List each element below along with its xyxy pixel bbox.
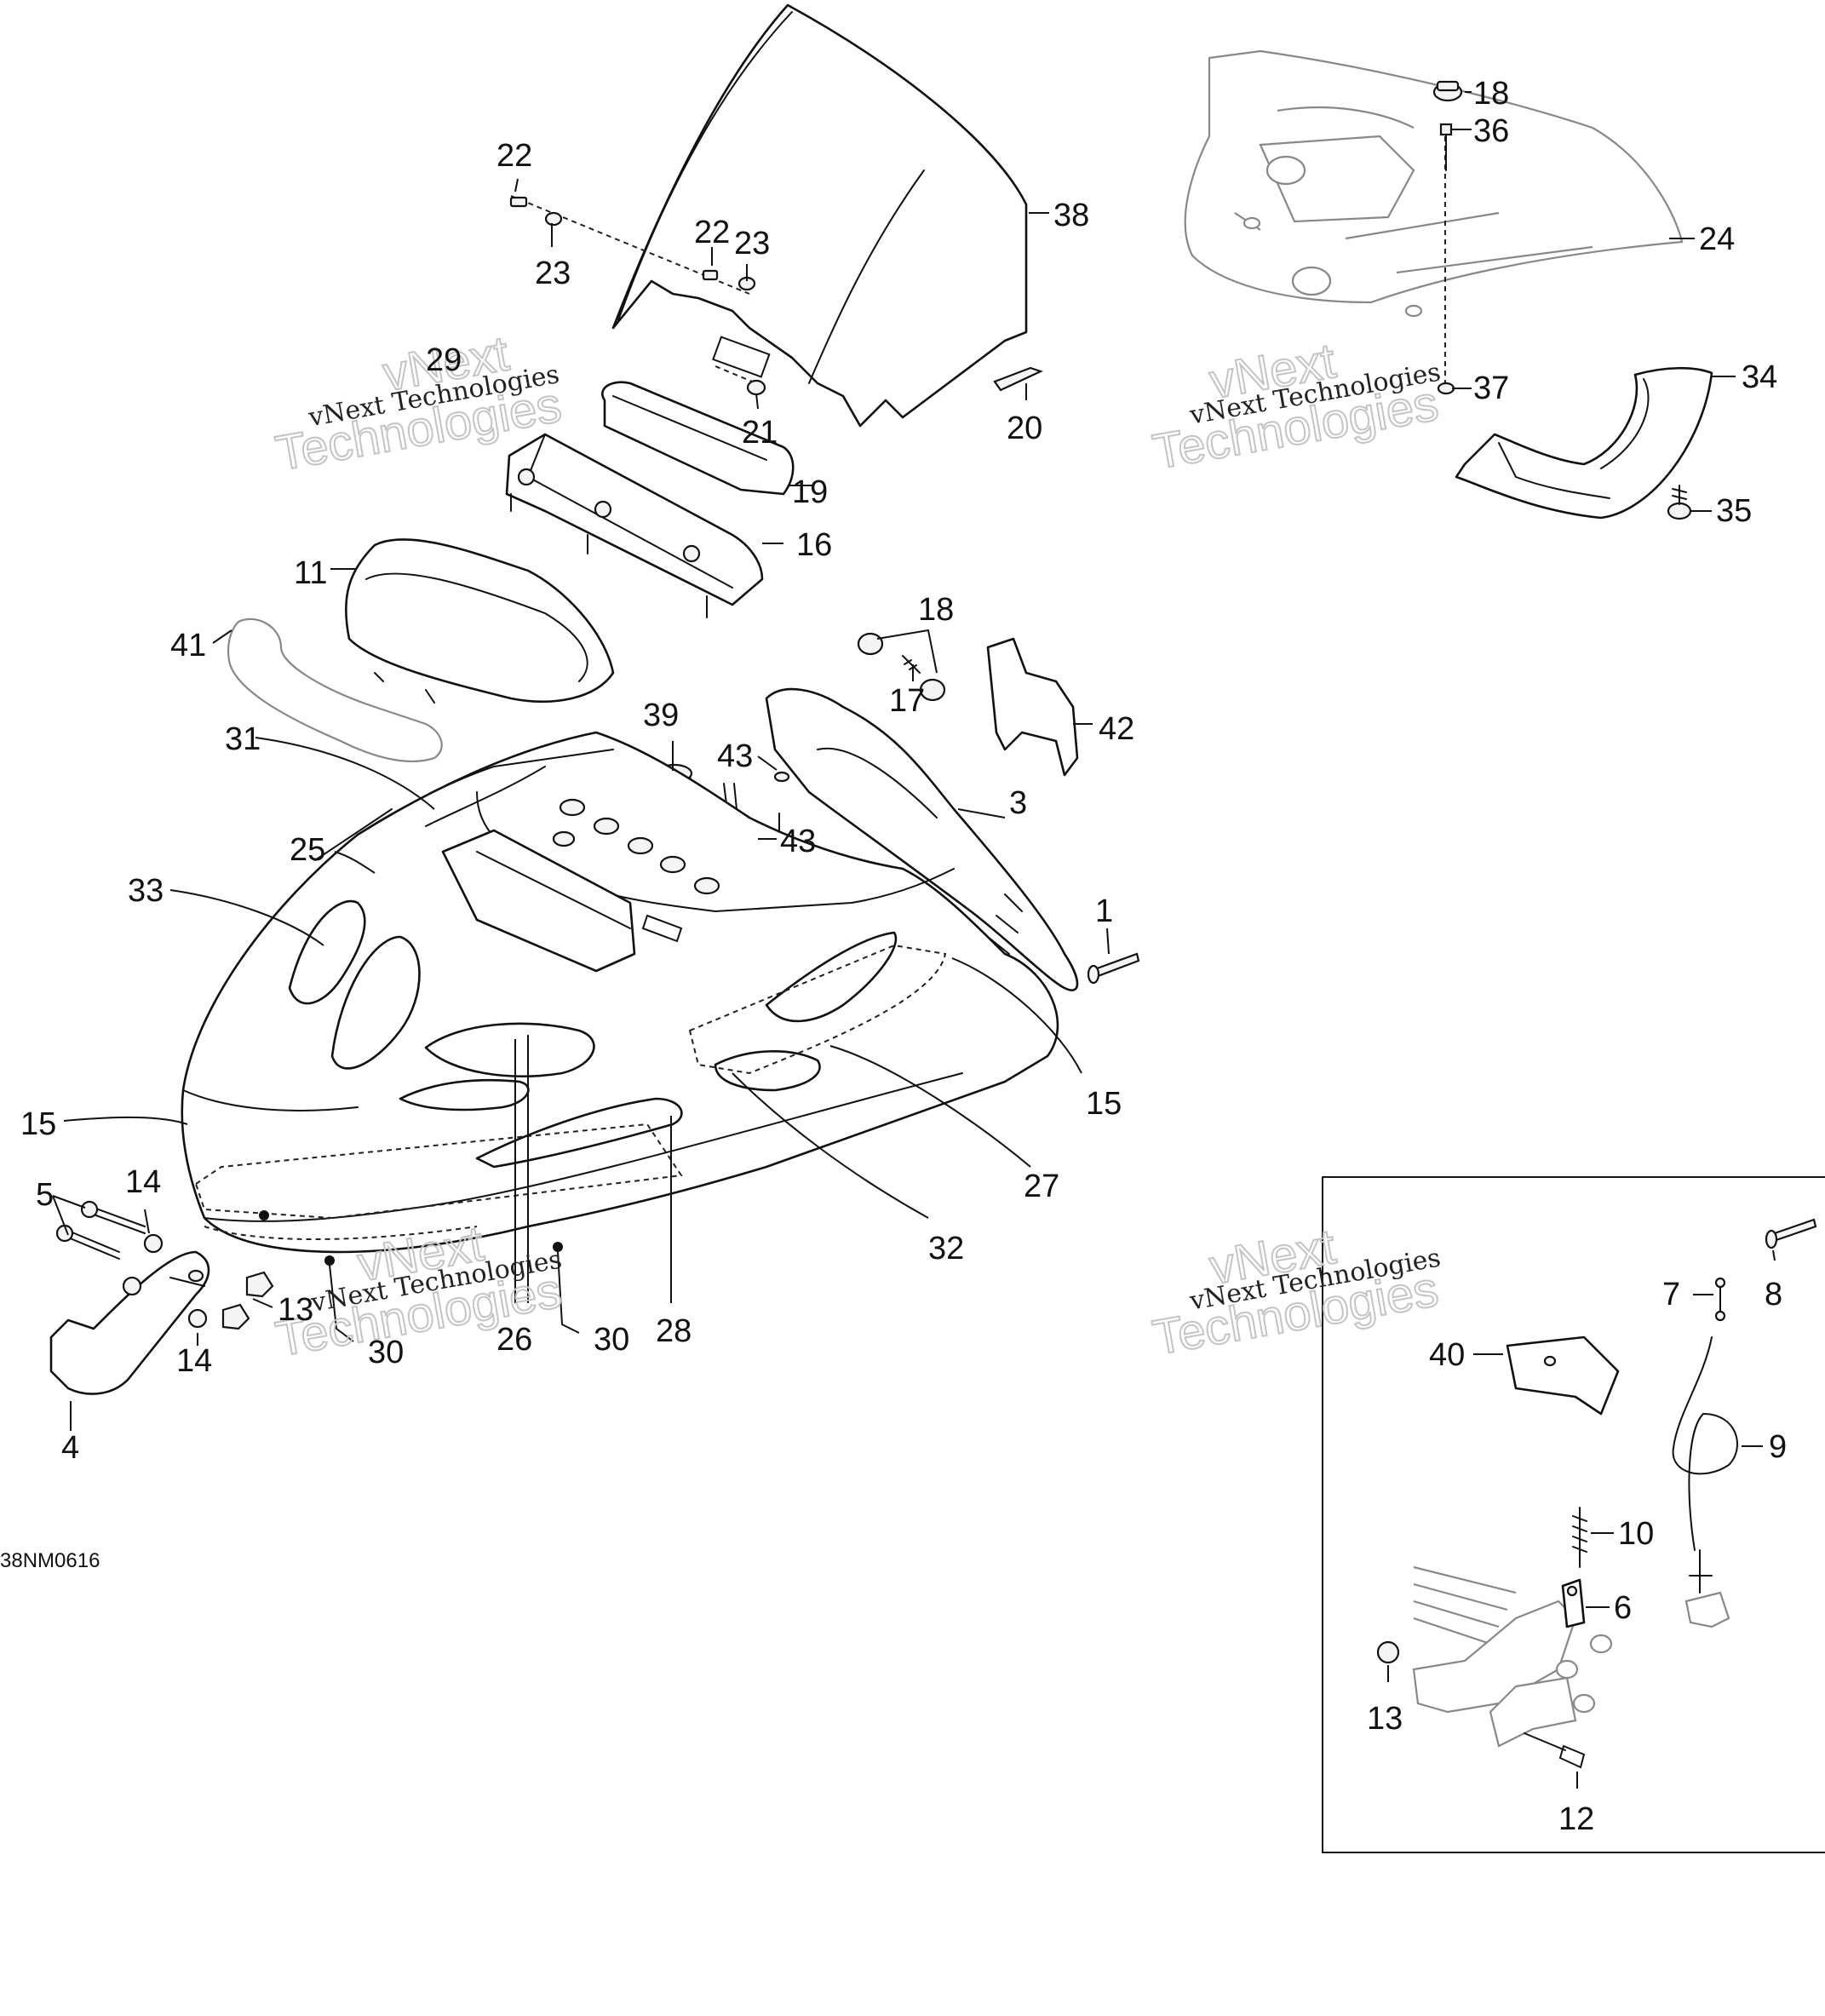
callout-18a: 18	[918, 592, 954, 628]
hood-flap	[765, 687, 1079, 991]
drawing-code: 38NM0616	[0, 1549, 100, 1572]
front-pan	[1184, 49, 1684, 383]
callout-30b: 30	[594, 1322, 629, 1358]
callout-17: 17	[889, 683, 925, 719]
decal-dots	[259, 1210, 563, 1266]
windshield	[510, 3, 1028, 428]
bumper	[1455, 366, 1713, 520]
console-pad	[601, 381, 795, 496]
callout-35: 35	[1716, 493, 1752, 529]
callout-1: 1	[1095, 893, 1113, 929]
callout-39: 39	[643, 698, 679, 733]
leader-lines	[52, 91, 1776, 1789]
callout-labels: 1 3 4 5 6 7 8 9 10 11 12 13 13 13 14 14 …	[20, 76, 1787, 1837]
callout-5: 5	[36, 1177, 54, 1213]
callout-22a: 22	[496, 138, 532, 174]
callout-33: 33	[128, 873, 164, 909]
pan-hardware	[1432, 80, 1463, 395]
inset-parts	[1376, 1218, 1817, 1769]
inset-box	[1322, 1176, 1825, 1853]
callout-15a: 15	[20, 1106, 56, 1142]
callout-43b: 43	[780, 824, 816, 859]
callout-42: 42	[1099, 711, 1134, 747]
callout-37: 37	[1473, 370, 1509, 406]
dash-panel	[441, 829, 683, 973]
callout-19: 19	[792, 474, 828, 510]
front-bumper-loop	[49, 1250, 210, 1395]
callout-36: 36	[1473, 113, 1509, 149]
bracket-42	[986, 637, 1079, 777]
hood	[181, 731, 1059, 1254]
watermark-2: vNext Technologies vNext Technologies	[1148, 332, 1443, 481]
callout-12: 12	[1558, 1801, 1594, 1837]
callout-10: 10	[1618, 1516, 1654, 1552]
windshield-hardware	[509, 196, 1043, 396]
callout-40: 40	[1429, 1337, 1465, 1373]
callout-11: 11	[294, 555, 327, 591]
screw-35	[1667, 485, 1692, 520]
gauge-holes	[552, 798, 720, 895]
callout-8: 8	[1765, 1277, 1782, 1312]
callout-20: 20	[1007, 411, 1042, 446]
callout-32: 32	[928, 1231, 964, 1266]
front-hardware	[55, 1200, 274, 1330]
callout-24: 24	[1699, 221, 1735, 257]
callout-15b: 15	[1086, 1086, 1122, 1122]
callout-13b: 13	[1367, 1701, 1403, 1737]
callout-7: 7	[1662, 1277, 1680, 1312]
callout-38: 38	[1053, 198, 1089, 233]
callout-9: 9	[1769, 1429, 1787, 1465]
callout-28: 28	[656, 1313, 692, 1349]
callout-3: 3	[1009, 785, 1027, 821]
callout-18b: 18	[1473, 76, 1509, 112]
callout-14a: 14	[125, 1164, 161, 1200]
console	[505, 433, 764, 618]
callout-13a: 13	[278, 1292, 313, 1328]
callout-14b: 14	[176, 1343, 212, 1379]
dashed-decals	[194, 944, 947, 1240]
watermark-4: vNext Technologies vNext Technologies	[1148, 1218, 1443, 1367]
callout-23a: 23	[535, 256, 571, 291]
callout-34: 34	[1742, 359, 1777, 395]
callout-4: 4	[61, 1430, 79, 1466]
callout-16: 16	[796, 527, 832, 563]
handle	[227, 617, 443, 763]
callout-31: 31	[225, 721, 261, 757]
callout-43a: 43	[717, 738, 753, 774]
callout-29: 29	[426, 342, 462, 378]
callout-22b: 22	[694, 215, 730, 250]
callout-21: 21	[742, 415, 778, 451]
callout-25: 25	[290, 832, 325, 868]
callout-26: 26	[496, 1322, 532, 1358]
callout-27: 27	[1024, 1169, 1059, 1204]
seat	[344, 538, 615, 704]
callout-41: 41	[170, 628, 206, 663]
callout-30a: 30	[368, 1335, 404, 1370]
rivet-1	[1087, 952, 1140, 985]
callout-6: 6	[1614, 1590, 1632, 1626]
callout-23b: 23	[734, 226, 770, 261]
